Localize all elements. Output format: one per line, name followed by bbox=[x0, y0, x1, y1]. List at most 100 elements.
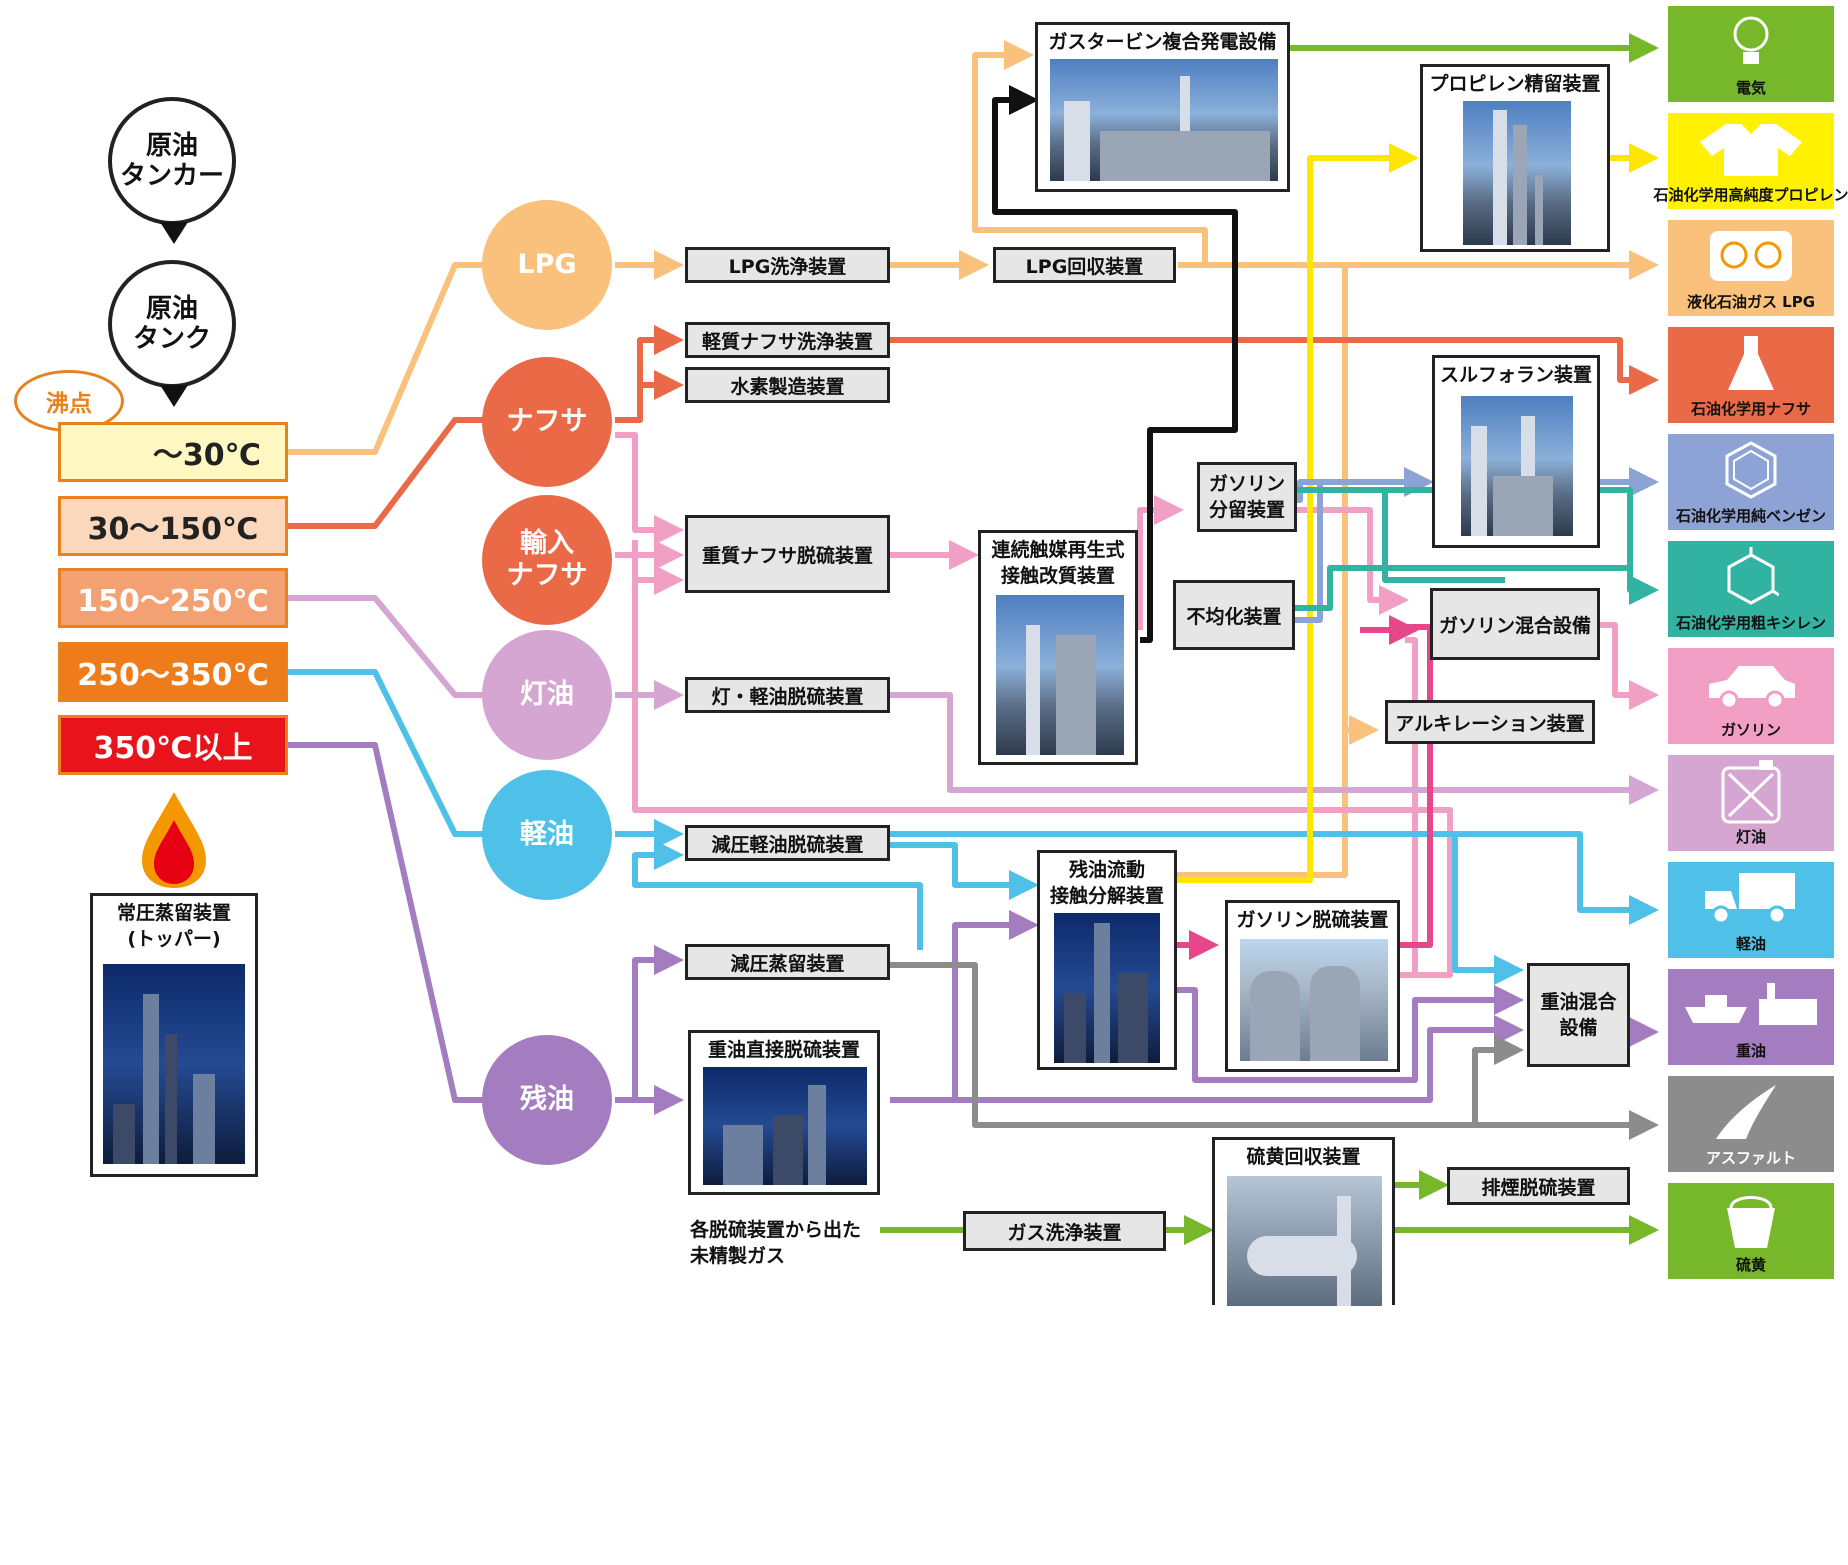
unit-heavy-naphtha-hds: 重質ナフサ脱硫装置 bbox=[685, 515, 890, 593]
product-sulfur: 硫黄 bbox=[1668, 1183, 1834, 1279]
unit-label: 重油混合 設備 bbox=[1540, 989, 1616, 1041]
unit-gasoline-splitter: ガソリン 分留装置 bbox=[1197, 462, 1297, 532]
fraction-label: 灯油 bbox=[520, 679, 574, 711]
product-label: 液化石油ガス LPG bbox=[1687, 291, 1815, 312]
road-icon bbox=[1706, 1076, 1796, 1147]
unit-photo bbox=[1227, 1176, 1382, 1306]
benzene-icon bbox=[1723, 434, 1779, 505]
refinery-flow-diagram: 原油 タンカー 原油 タンク 沸点 ～30℃ 30～150℃ 150～250℃ … bbox=[0, 0, 1848, 1305]
temp-range-1: ～30℃ bbox=[58, 422, 288, 482]
unit-vacuum-gasoil-hds: 減圧軽油脱硫装置 bbox=[685, 825, 890, 861]
product-label: 重油 bbox=[1736, 1040, 1766, 1061]
atmospheric-distillation-unit: 常圧蒸留装置 (トッパー) bbox=[90, 893, 258, 1177]
unit-ccr-reformer: 連続触媒再生式 接触改質装置 bbox=[978, 530, 1138, 765]
temp-range-3: 150～250℃ bbox=[58, 568, 288, 628]
fraction-gas-oil: 軽油 bbox=[482, 770, 612, 900]
unit-photo bbox=[1054, 913, 1160, 1063]
unit-title: 硫黄回収装置 bbox=[1215, 1140, 1392, 1170]
ship-factory-icon bbox=[1681, 969, 1821, 1040]
fraction-label: ナフサ bbox=[507, 406, 588, 438]
crude-tanker: 原油 タンカー bbox=[108, 97, 236, 225]
temp-range-4: 250～350℃ bbox=[58, 642, 288, 702]
temp-range-label: 250～350℃ bbox=[77, 650, 269, 694]
unit-label: LPG回収装置 bbox=[1026, 252, 1144, 279]
unit-rfcc: 残油流動 接触分解装置 bbox=[1037, 850, 1177, 1070]
unit-sulfolane: スルフォラン装置 bbox=[1432, 355, 1600, 548]
unit-vacuum-distillation: 減圧蒸留装置 bbox=[685, 944, 890, 980]
fraction-lpg: LPG bbox=[482, 200, 612, 330]
unit-gasoline-blending: ガソリン混合設備 bbox=[1430, 588, 1600, 660]
unit-title: 残油流動 接触分解装置 bbox=[1040, 853, 1174, 909]
unit-title: ガソリン脱硫装置 bbox=[1228, 903, 1397, 933]
stove-icon bbox=[1706, 220, 1796, 291]
unit-title: スルフォラン装置 bbox=[1435, 358, 1597, 388]
unit-gas-wash: ガス洗浄装置 bbox=[963, 1211, 1166, 1251]
unit-title: 連続触媒再生式 接触改質装置 bbox=[981, 533, 1135, 589]
unit-label: ガス洗浄装置 bbox=[1007, 1218, 1121, 1245]
down-arrow-icon bbox=[160, 222, 188, 244]
unit-label: 灯・軽油脱硫装置 bbox=[711, 682, 863, 709]
unit-gas-turbine: ガスタービン複合発電設備 bbox=[1035, 22, 1290, 192]
product-label: 灯油 bbox=[1736, 826, 1766, 847]
product-gasoline: ガソリン bbox=[1668, 648, 1834, 744]
car-icon bbox=[1703, 648, 1799, 719]
unit-label: ガソリン混合設備 bbox=[1439, 611, 1591, 638]
kerosene-can-icon bbox=[1719, 755, 1783, 826]
product-label: 石油化学用ナフサ bbox=[1691, 398, 1811, 419]
product-label: 軽油 bbox=[1736, 933, 1766, 954]
product-benzene: 石油化学用純ベンゼン bbox=[1668, 434, 1834, 530]
flask-icon bbox=[1726, 327, 1776, 398]
temp-range-label: 30～150℃ bbox=[88, 504, 259, 548]
unit-fuel-oil-blending: 重油混合 設備 bbox=[1527, 963, 1630, 1067]
unit-title: 重油直接脱硫装置 bbox=[691, 1033, 877, 1063]
unit-title: プロピレン精留装置 bbox=[1423, 67, 1607, 97]
unit-resid-direct-hds: 重油直接脱硫装置 bbox=[688, 1030, 880, 1195]
unit-label: 減圧軽油脱硫装置 bbox=[711, 830, 863, 857]
unit-title: 常圧蒸留装置 (トッパー) bbox=[93, 896, 255, 952]
flame-icon bbox=[140, 790, 208, 890]
unit-hydrogen-plant: 水素製造装置 bbox=[685, 367, 890, 403]
temp-range-label: ～30℃ bbox=[153, 430, 261, 474]
product-label: 石油化学用粗キシレン bbox=[1676, 612, 1826, 633]
unit-photo bbox=[1240, 939, 1388, 1061]
unit-photo bbox=[1050, 59, 1278, 181]
unit-label: 排煙脱硫装置 bbox=[1481, 1173, 1595, 1200]
fraction-residue: 残油 bbox=[482, 1035, 612, 1165]
lightbulb-icon bbox=[1731, 6, 1771, 77]
temp-range-label: 350℃以上 bbox=[94, 723, 253, 767]
unit-gasoline-hds: ガソリン脱硫装置 bbox=[1225, 900, 1400, 1072]
product-label: 石油化学用高純度プロピレン bbox=[1654, 184, 1848, 205]
unit-light-naphtha-wash: 軽質ナフサ洗浄装置 bbox=[685, 322, 890, 358]
product-label: 石油化学用純ベンゼン bbox=[1676, 505, 1826, 526]
product-asphalt: アスファルト bbox=[1668, 1076, 1834, 1172]
unit-kero-gasoil-hds: 灯・軽油脱硫装置 bbox=[685, 677, 890, 713]
product-gas-oil: 軽油 bbox=[1668, 862, 1834, 958]
down-arrow-icon bbox=[160, 385, 188, 407]
unit-label: 不均化装置 bbox=[1186, 602, 1281, 629]
product-lpg: 液化石油ガス LPG bbox=[1668, 220, 1834, 316]
boiling-point-label: 沸点 bbox=[46, 384, 92, 418]
bucket-icon bbox=[1723, 1183, 1779, 1254]
unit-alkylation: アルキレーション装置 bbox=[1385, 700, 1595, 744]
crude-tank-label: 原油 タンク bbox=[133, 294, 211, 354]
fraction-label: 軽油 bbox=[520, 819, 574, 851]
unit-label: 重質ナフサ脱硫装置 bbox=[702, 541, 873, 568]
truck-icon bbox=[1701, 862, 1801, 933]
shirt-icon bbox=[1696, 113, 1806, 184]
fraction-label: 輸入 ナフサ bbox=[507, 528, 588, 592]
product-xylene: 石油化学用粗キシレン bbox=[1668, 541, 1834, 637]
unit-label: ガソリン 分留装置 bbox=[1209, 471, 1285, 523]
fraction-label: LPG bbox=[517, 249, 576, 281]
unit-flue-gas-desulf: 排煙脱硫装置 bbox=[1447, 1167, 1630, 1205]
unit-photo bbox=[703, 1067, 867, 1185]
xylene-icon bbox=[1723, 541, 1779, 612]
product-electricity: 電気 bbox=[1668, 6, 1834, 102]
product-label: ガソリン bbox=[1721, 719, 1781, 740]
unit-photo bbox=[1463, 101, 1571, 245]
unit-lpg-wash: LPG洗浄装置 bbox=[685, 247, 890, 283]
product-propylene: 石油化学用高純度プロピレン bbox=[1668, 113, 1834, 209]
fraction-imported-naphtha: 輸入 ナフサ bbox=[482, 495, 612, 625]
temp-range-2: 30～150℃ bbox=[58, 496, 288, 556]
unit-label: 軽質ナフサ洗浄装置 bbox=[702, 327, 873, 354]
unit-title: ガスタービン複合発電設備 bbox=[1038, 25, 1287, 55]
